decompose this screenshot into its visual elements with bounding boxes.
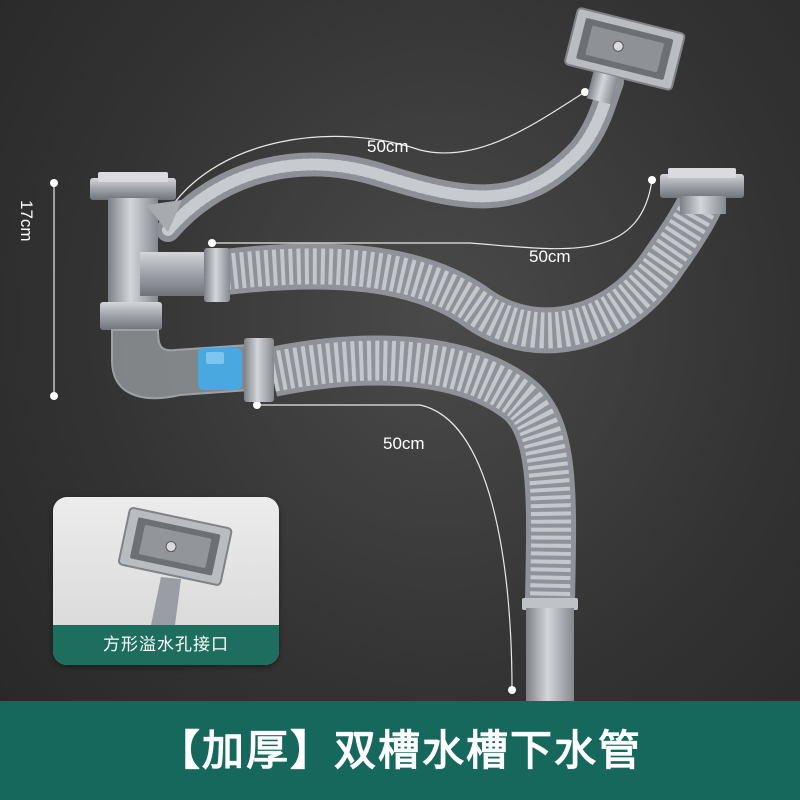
middle-hose (222, 186, 726, 354)
overflow-hose (156, 70, 624, 242)
p-trap (111, 329, 274, 402)
dimension-dots (50, 88, 656, 694)
lower-hose (267, 335, 577, 601)
overflow-drain-icon (564, 7, 686, 105)
overflow-inset-card: 方形溢水孔接口 (53, 497, 279, 665)
middle-hose-length: 50cm (529, 247, 571, 266)
outlet-pipe (522, 598, 578, 708)
top-hose-length: 50cm (367, 137, 409, 156)
drain-body (90, 172, 230, 330)
lower-hose-length: 50cm (383, 434, 425, 453)
inset-caption: 方形溢水孔接口 (53, 625, 279, 665)
body-height: 17cm (17, 200, 36, 242)
product-title: 【加厚】双槽水槽下水管 (157, 726, 642, 775)
title-banner: 【加厚】双槽水槽下水管 (0, 701, 800, 800)
dimension-line-icon (53, 91, 653, 691)
sink-drain-icon (660, 168, 744, 214)
overflow-drain-icon (118, 507, 233, 625)
